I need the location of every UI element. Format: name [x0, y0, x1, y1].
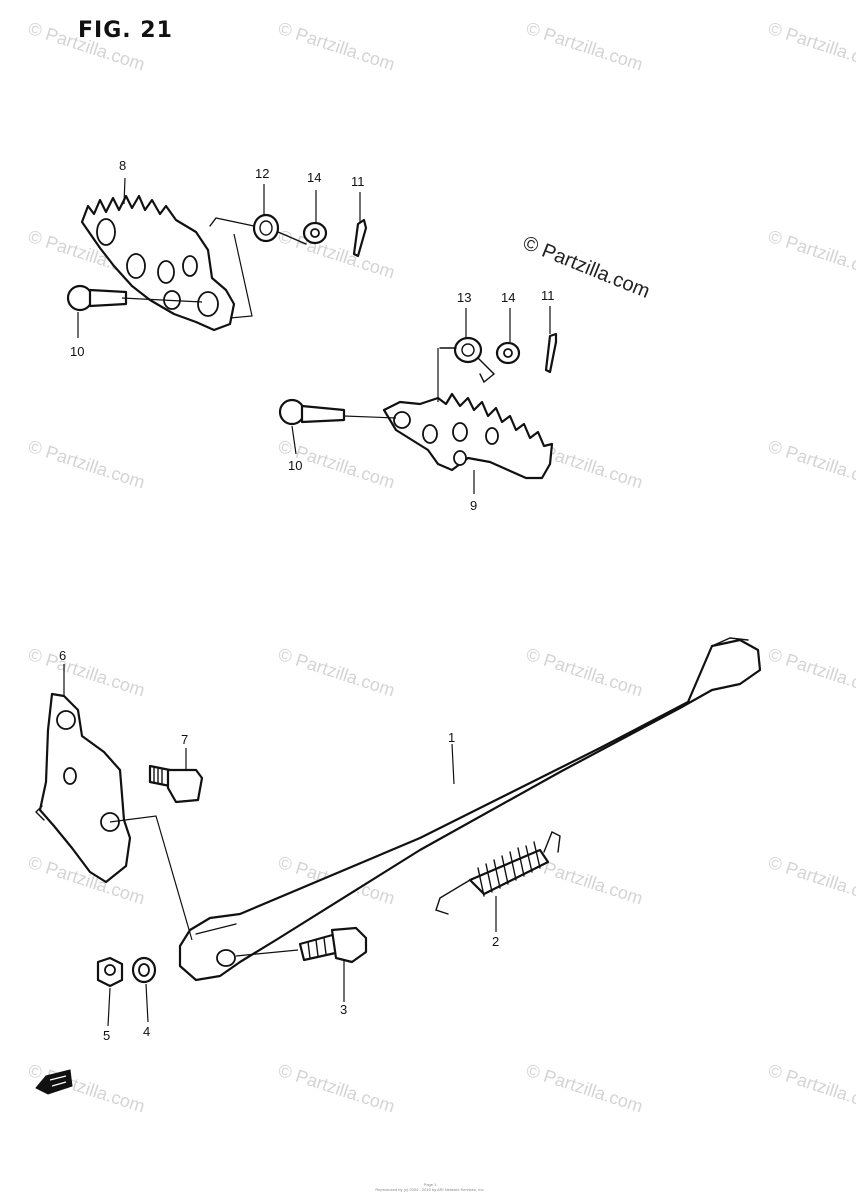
copyright-footer: Page 1 Reproduced by (c) 2004 - 2015 by … [360, 1182, 500, 1192]
callout-8: 8 [119, 158, 126, 173]
callout-10: 10 [288, 458, 302, 473]
spring-2[interactable] [435, 831, 561, 915]
footer-page: Page 1 [423, 1182, 437, 1187]
callout-14: 14 [501, 290, 515, 305]
callout-leaders [63, 177, 551, 1027]
callout-11: 11 [541, 288, 555, 303]
assembly-line [121, 297, 203, 303]
assembly-line [235, 949, 299, 957]
washer-14-left[interactable] [302, 221, 328, 245]
footer-copyright: Reproduced by (c) 2004 - 2015 by ARI Net… [375, 1187, 485, 1192]
assembly-line [109, 815, 193, 941]
callout-12: 12 [255, 166, 269, 181]
callout-10: 10 [70, 344, 84, 359]
assembly-line [343, 415, 397, 419]
callout-1: 1 [448, 730, 455, 745]
side-stand-1[interactable] [178, 637, 762, 982]
side-stand-group [35, 637, 762, 988]
front-direction-arrow-icon [35, 1069, 73, 1095]
nut-5[interactable] [96, 956, 124, 988]
figure-title: FIG. 21 [78, 18, 173, 43]
return-spring-12[interactable] [209, 213, 307, 245]
callout-7: 7 [181, 732, 188, 747]
callout-numbers: 8 12 14 11 10 13 14 11 10 9 6 7 1 2 3 4 … [59, 158, 555, 1043]
return-spring-13[interactable] [439, 336, 496, 384]
clevis-pin-10-left[interactable] [66, 284, 128, 312]
left-footrest-group [66, 194, 368, 332]
bracket-6[interactable] [35, 692, 132, 884]
callout-6: 6 [59, 648, 66, 663]
bolt-3[interactable] [298, 926, 368, 964]
footrest-left-8[interactable] [80, 194, 236, 332]
cotter-pin-11-left[interactable] [352, 218, 368, 258]
callout-4: 4 [143, 1024, 150, 1039]
cotter-pin-11-right[interactable] [544, 332, 558, 374]
washer-4[interactable] [131, 956, 157, 984]
callout-9: 9 [470, 498, 477, 513]
callout-14: 14 [307, 170, 321, 185]
callout-3: 3 [340, 1002, 347, 1017]
washer-14-right[interactable] [495, 341, 521, 365]
right-footrest-group [278, 332, 558, 480]
clevis-pin-10-right[interactable] [278, 398, 346, 426]
callout-13: 13 [457, 290, 471, 305]
footrest-right-9[interactable] [382, 392, 554, 480]
bolt-7[interactable] [148, 764, 204, 804]
callout-5: 5 [103, 1028, 110, 1043]
callout-2: 2 [492, 934, 499, 949]
callout-11: 11 [351, 174, 365, 189]
assembly-line [229, 233, 253, 319]
